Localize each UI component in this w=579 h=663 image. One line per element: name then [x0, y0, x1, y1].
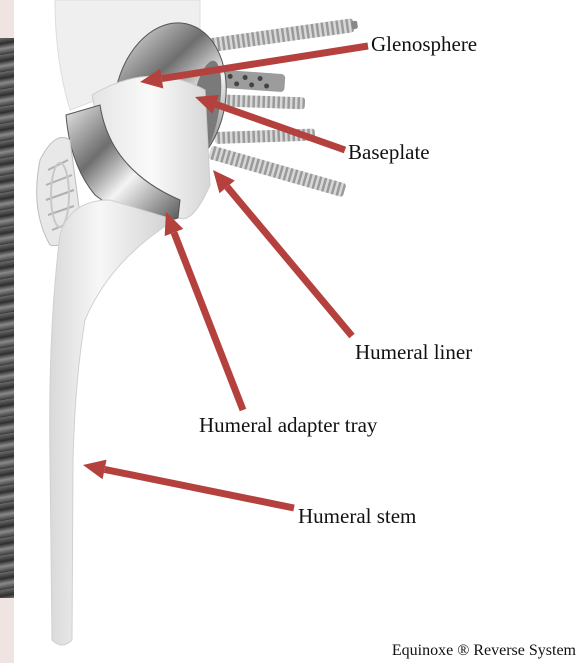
caption: Equinoxe ® Reverse System	[392, 642, 576, 660]
humeral-stem-shape	[50, 200, 175, 645]
label-humeral-stem: Humeral stem	[298, 504, 416, 529]
label-humeral-liner: Humeral liner	[355, 340, 472, 365]
label-glenosphere: Glenosphere	[371, 32, 477, 57]
label-humeral-adapter-tray: Humeral adapter tray	[199, 413, 377, 438]
label-baseplate: Baseplate	[348, 140, 430, 165]
arrow-humeral-stem	[83, 460, 294, 508]
arrow-humeral-adapter-tray	[165, 212, 243, 410]
arrow-humeral-liner	[213, 170, 352, 336]
